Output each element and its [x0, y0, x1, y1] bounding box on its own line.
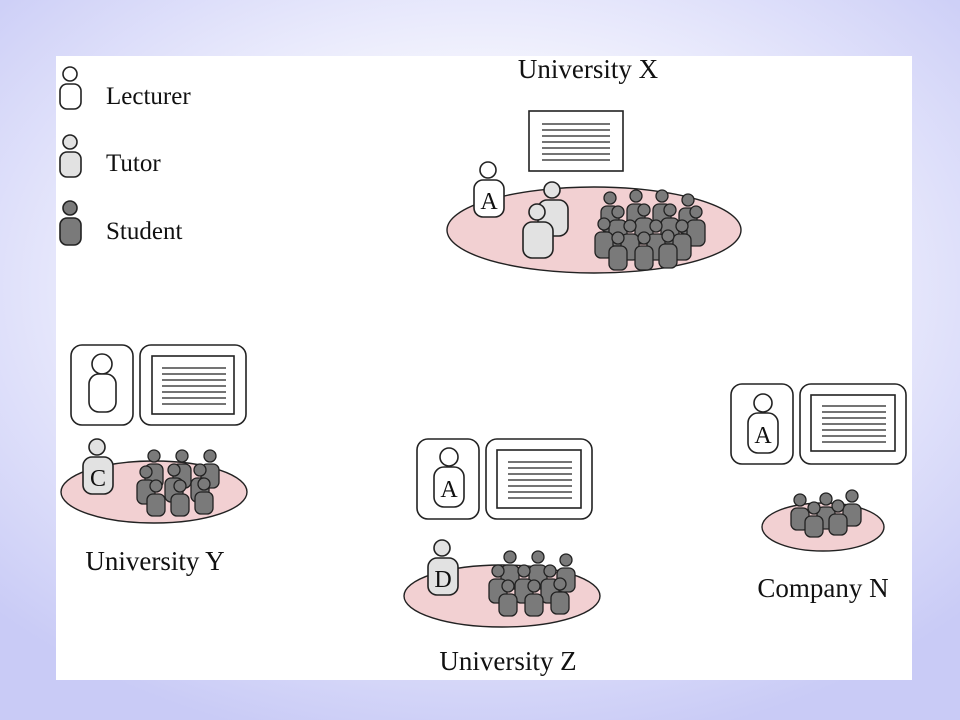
university-z-label: University Z [439, 646, 576, 676]
university-y-video-feed-icon [70, 344, 134, 426]
university-x-screen-icon [528, 110, 624, 172]
university-y-tutor-icon: C [82, 438, 114, 495]
university-x-tutor-icon [522, 203, 554, 259]
student-legend-icon [59, 200, 82, 246]
university-z-student-group [488, 550, 576, 617]
university-y-label: University Y [85, 546, 224, 576]
company-n-lecturer-letter: A [754, 423, 772, 449]
company-n-screen-icon [799, 383, 907, 465]
company-n-group: A Company N [730, 383, 907, 603]
university-x-lecturer-icon: A [473, 161, 505, 218]
university-y-group: C University Y [60, 344, 248, 576]
university-x-label: University X [518, 54, 659, 84]
university-z-video-feed-icon: A [416, 438, 480, 520]
student-icon [194, 477, 214, 515]
student-icon [804, 501, 824, 538]
legend: Lecturer Tutor Student [59, 66, 191, 246]
student-icon [634, 231, 654, 271]
student-icon [550, 577, 570, 615]
tutor-legend-label: Tutor [106, 150, 161, 177]
student-icon [498, 579, 518, 617]
university-z-lecturer-letter: A [440, 477, 458, 503]
university-y-tutor-letter: C [90, 466, 106, 492]
student-icon [524, 579, 544, 617]
student-icon [608, 231, 628, 271]
lecturer-legend-label: Lecturer [106, 83, 191, 110]
company-n-label: Company N [757, 573, 888, 603]
student-legend-label: Student [106, 218, 182, 245]
university-y-student-group [136, 449, 220, 517]
university-z-tutor-letter: D [434, 567, 451, 593]
student-icon [170, 479, 190, 517]
company-n-student-group [790, 489, 862, 538]
university-x-group: University X A [446, 54, 742, 274]
tutor-legend-icon [59, 134, 82, 178]
lecturer-legend-icon [59, 66, 82, 110]
university-x-lecturer-letter: A [480, 189, 498, 215]
university-z-tutor-icon: D [427, 539, 459, 596]
student-icon [146, 479, 166, 517]
company-n-video-feed-icon: A [730, 383, 794, 465]
student-icon [658, 229, 678, 269]
student-icon [828, 499, 848, 536]
university-y-screen-icon [139, 344, 247, 426]
university-z-screen-icon [485, 438, 593, 520]
university-z-group: A D [403, 438, 601, 676]
university-x-student-group [594, 189, 706, 271]
